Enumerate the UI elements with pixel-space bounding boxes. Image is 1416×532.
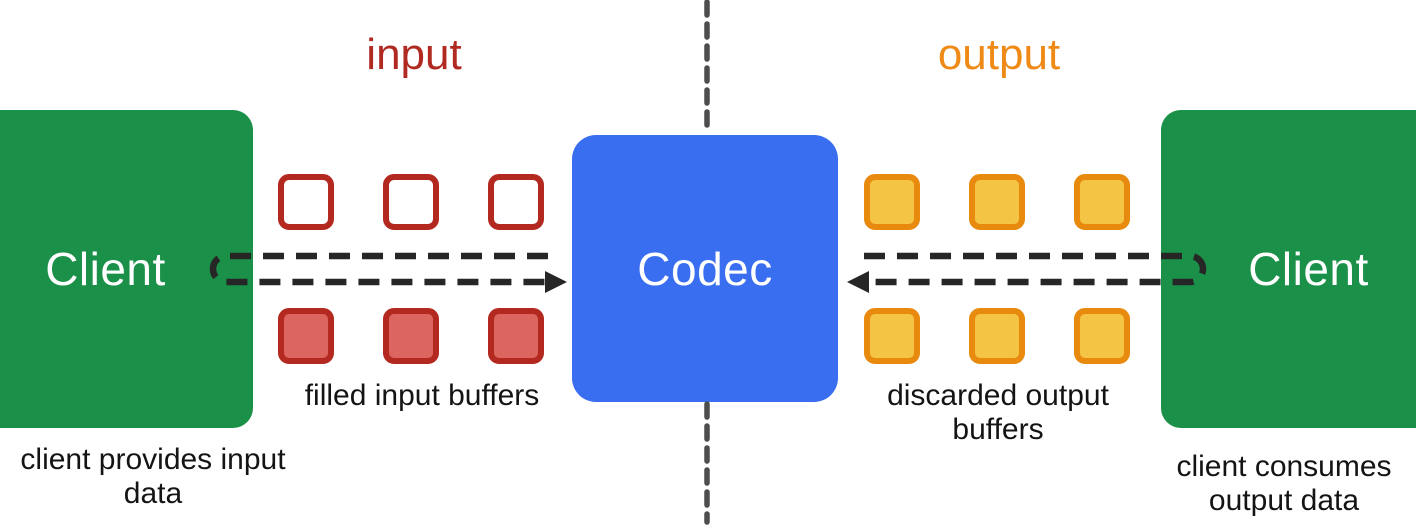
- buffer-square-output: [969, 308, 1025, 364]
- buffer-square-output: [864, 174, 920, 230]
- codec-box: Codec: [572, 135, 838, 402]
- discarded-output-buffers-label-line2: buffers: [952, 413, 1044, 446]
- right-client-caption-line2: output data: [1208, 484, 1360, 517]
- right-client-caption: client consumes output data: [1176, 450, 1391, 518]
- buffer-square-input-filled: [488, 308, 544, 364]
- left-client-box: Client: [0, 110, 253, 428]
- input-buffer-loop-arrow-line: [209, 252, 548, 286]
- right-client-label: Client: [1248, 243, 1369, 295]
- right-client-caption-line1: client consumes: [1176, 450, 1392, 483]
- discarded-output-buffers-label: discarded output buffers: [887, 379, 1109, 447]
- output-flow-title: output: [937, 30, 1061, 79]
- buffer-square-input-empty: [383, 174, 439, 230]
- buffer-square-output: [969, 174, 1025, 230]
- output-buffer-loop-arrowhead: [847, 271, 869, 293]
- right-client-box: Client: [1161, 110, 1416, 428]
- buffer-square-input-empty: [278, 174, 334, 230]
- filled-input-buffers-label: filled input buffers: [304, 379, 540, 412]
- left-client-label: Client: [45, 243, 166, 295]
- buffer-square-input-filled: [278, 308, 334, 364]
- buffer-square-input-empty: [488, 174, 544, 230]
- input-flow-title: input: [366, 30, 462, 79]
- output-buffers-top-row: [864, 174, 1130, 230]
- left-client-caption-line1: client provides input: [20, 443, 286, 476]
- filled-input-buffers-row: [278, 308, 544, 364]
- buffer-square-input-filled: [383, 308, 439, 364]
- buffer-square-output: [1074, 174, 1130, 230]
- input-buffer-loop-arrowhead: [545, 271, 567, 293]
- empty-input-buffers-row: [278, 174, 544, 230]
- output-buffer-loop-arrow-line: [864, 252, 1207, 286]
- discarded-output-buffers-label-line1: discarded output: [887, 379, 1109, 412]
- buffer-square-output: [864, 308, 920, 364]
- buffer-square-output: [1074, 308, 1130, 364]
- codec-label: Codec: [637, 242, 773, 295]
- left-client-caption-line2: data: [123, 477, 183, 510]
- output-buffers-bottom-row: [864, 308, 1130, 364]
- left-client-caption: client provides input data: [20, 443, 285, 511]
